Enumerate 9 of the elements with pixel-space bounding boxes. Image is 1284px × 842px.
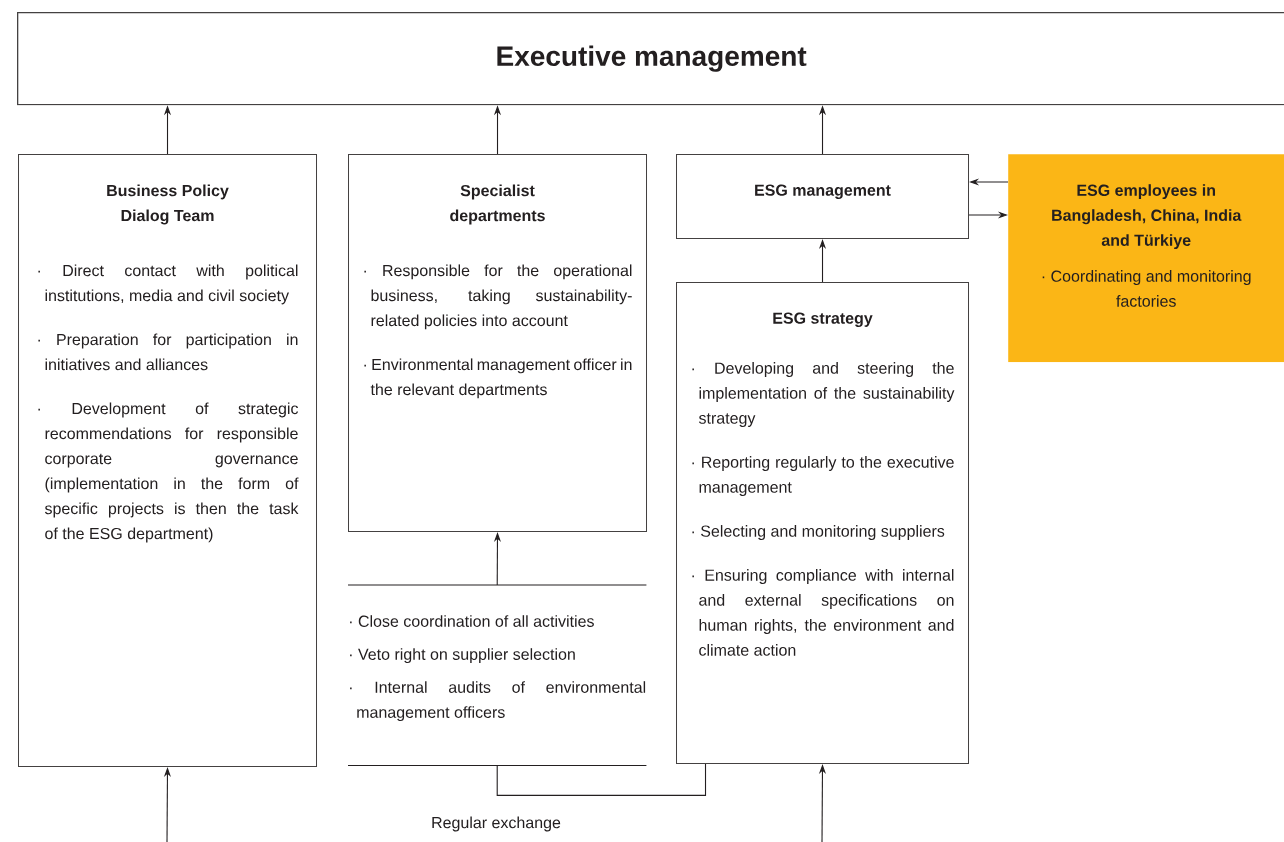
connector-line	[496, 763, 707, 796]
edge-label: Regular exchange	[429, 814, 563, 834]
team-box: Business Policy Dialog Team · Direct contact with political institutions, media and civil society · Preparation for participation in initiatives and alliances · Development of strategic recommendations for responsible corporate governance (implementation in the form of specific projects is then the task of the ESG department)	[18, 154, 317, 767]
management-box: ESG management	[676, 154, 969, 239]
activity-band: · Close coordination of all activities · Veto right on supplier selection · Internal audits of environmental management officers	[347, 584, 647, 766]
strategy-box: ESG strategy · Developing and steering the implementation of the sustainability strategy · Reporting regularly to the executive management · Selecting and monitoring suppliers · Ensuring compliance with internal and external specifications on human rights, the environment and climate action	[676, 282, 969, 764]
department-box: Specialist departments · Responsible for the operational business, taking sustainability-related policies into account · Environmental management officer in the relevant departments	[348, 154, 647, 532]
title-box: Executive management	[17, 12, 1284, 106]
employee-box: ESG employees in Bangladesh, China, India and Türkiye · Coordinating and monitoring factories	[1008, 154, 1284, 363]
